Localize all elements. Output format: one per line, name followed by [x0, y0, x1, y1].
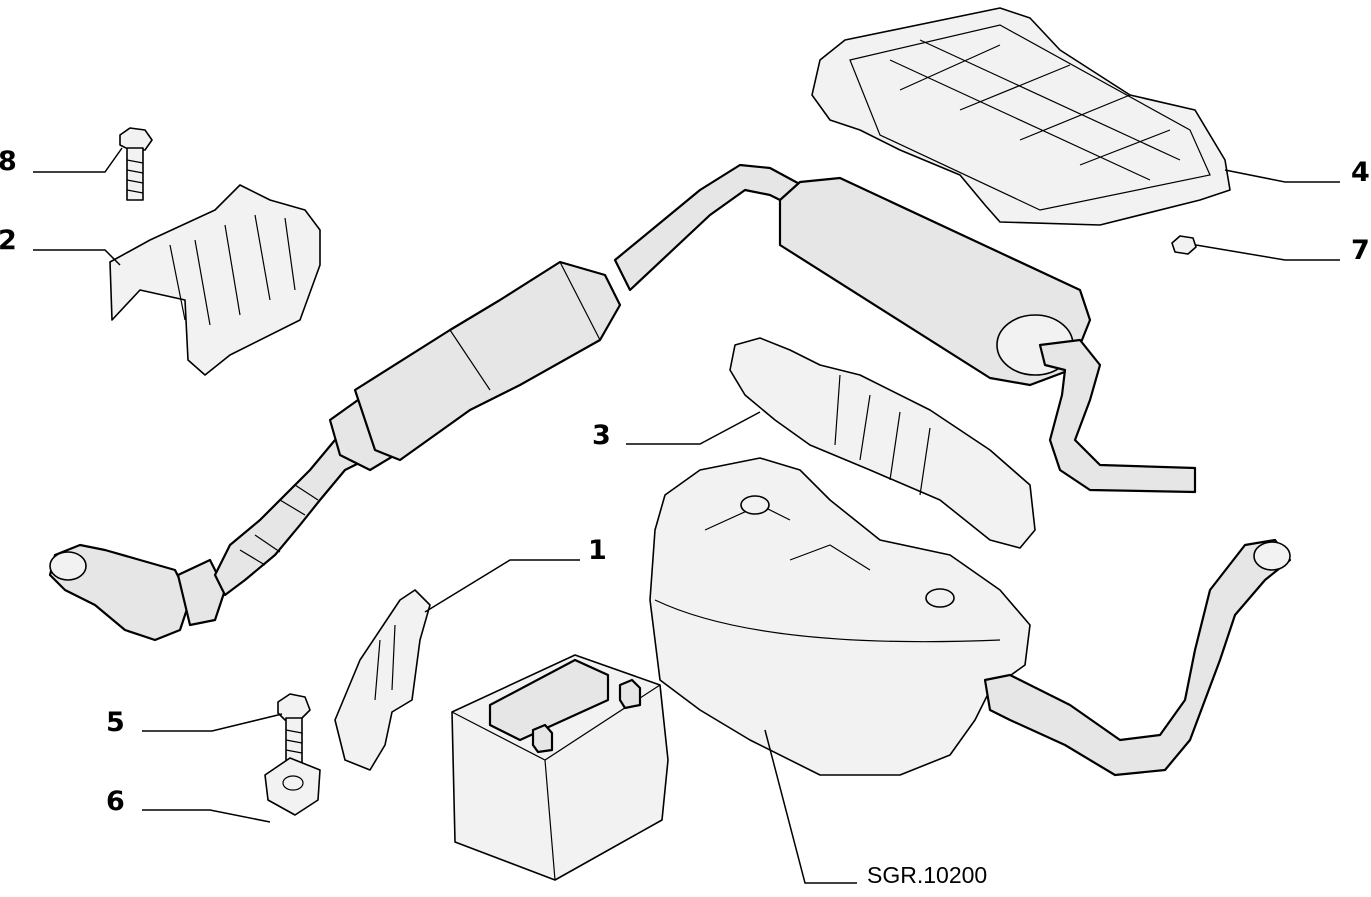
- callout-2: 2: [0, 225, 17, 256]
- bracket-part-1: [334, 589, 431, 771]
- leader-line-3: [626, 411, 761, 445]
- leader-line-4: [1224, 169, 1340, 183]
- cage-nut-part-6: [264, 757, 321, 816]
- callout-8: 8: [0, 146, 17, 177]
- bolt-part-8: [119, 127, 153, 201]
- battery: [451, 654, 669, 881]
- fuel-tank: [649, 457, 1292, 777]
- heat-shield-part-2: [109, 184, 321, 376]
- leader-line-2: [33, 249, 121, 266]
- callout-4: 4: [1351, 157, 1370, 188]
- callout-7: 7: [1351, 235, 1370, 266]
- leader-line-6: [142, 809, 271, 823]
- leader-line-5: [142, 713, 283, 732]
- leader-line-1: [424, 559, 580, 613]
- exhaust-system: [48, 163, 1197, 642]
- underbody-heat-shield: [811, 7, 1231, 226]
- callout-5: 5: [106, 707, 125, 738]
- leader-line-8: [33, 147, 123, 173]
- nut-part-7: [1171, 235, 1197, 255]
- leader-line-ref: [764, 729, 857, 884]
- callout-6: 6: [106, 786, 125, 817]
- silencer-heat-shield: [729, 337, 1036, 549]
- leader-line-7: [1195, 244, 1340, 261]
- reference-code: SGR.10200: [867, 862, 987, 888]
- bolt-part-5: [277, 693, 311, 771]
- callout-3: 3: [592, 420, 611, 451]
- callout-1: 1: [588, 535, 607, 566]
